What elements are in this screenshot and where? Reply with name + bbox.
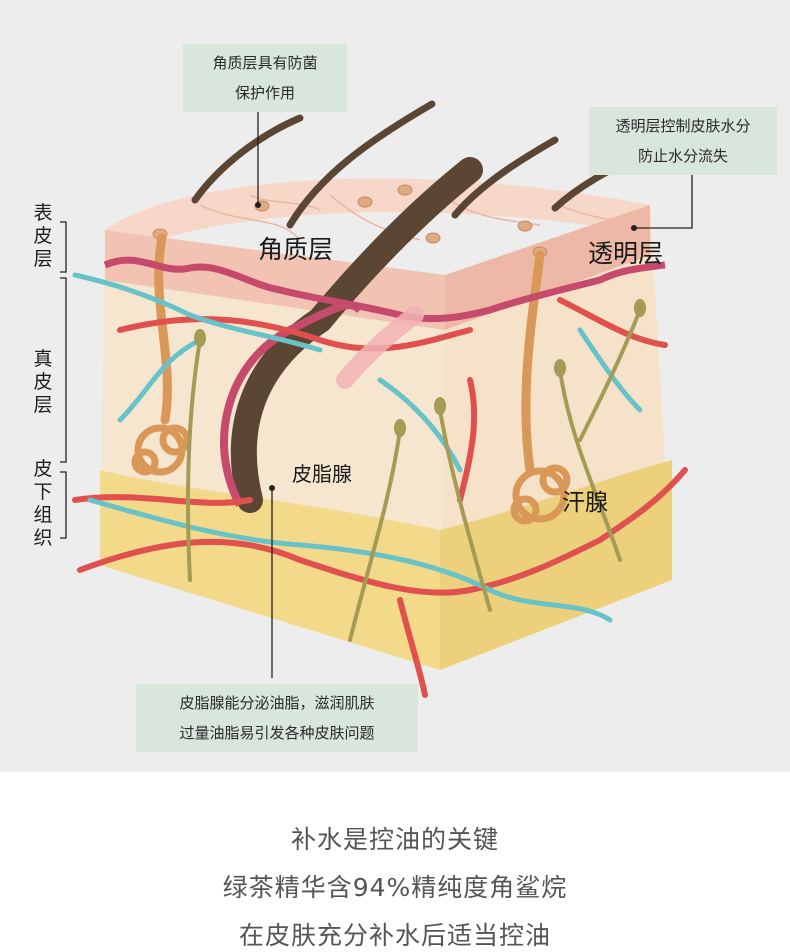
caption-line-2: 绿茶精华含94%精纯度角鲨烷 bbox=[0, 868, 790, 904]
caption-area: 补水是控油的关键 绿茶精华含94%精纯度角鲨烷 在皮肤充分补水后适当控油 bbox=[0, 772, 790, 950]
label-stratum-lucidum: 透明层 bbox=[588, 234, 663, 270]
side-label-epidermis: 表 皮 层 bbox=[28, 202, 58, 271]
caption-line-3: 在皮肤充分补水后适当控油 bbox=[0, 916, 790, 952]
callout-stratum-corneum: 角质层具有防菌 保护作用 bbox=[183, 44, 347, 112]
side-label-subcutis: 皮 下 组 织 bbox=[28, 458, 58, 550]
layer-brackets bbox=[60, 222, 66, 538]
label-stratum-corneum: 角质层 bbox=[258, 230, 333, 266]
label-sebaceous-gland: 皮脂腺 bbox=[292, 458, 352, 487]
callout-sebaceous-gland: 皮脂腺能分泌油脂，滋润肌肤 过量油脂易引发各种皮肤问题 bbox=[136, 684, 418, 752]
side-label-dermis: 真 皮 层 bbox=[28, 348, 58, 417]
skin-diagram-panel: 角质层具有防菌 保护作用 透明层控制皮肤水分 防止水分流失 皮脂腺能分泌油脂，滋… bbox=[0, 0, 790, 772]
callout-stratum-lucidum: 透明层控制皮肤水分 防止水分流失 bbox=[589, 107, 777, 175]
caption-line-1: 补水是控油的关键 bbox=[0, 820, 790, 856]
label-sweat-gland: 汗腺 bbox=[562, 483, 608, 517]
